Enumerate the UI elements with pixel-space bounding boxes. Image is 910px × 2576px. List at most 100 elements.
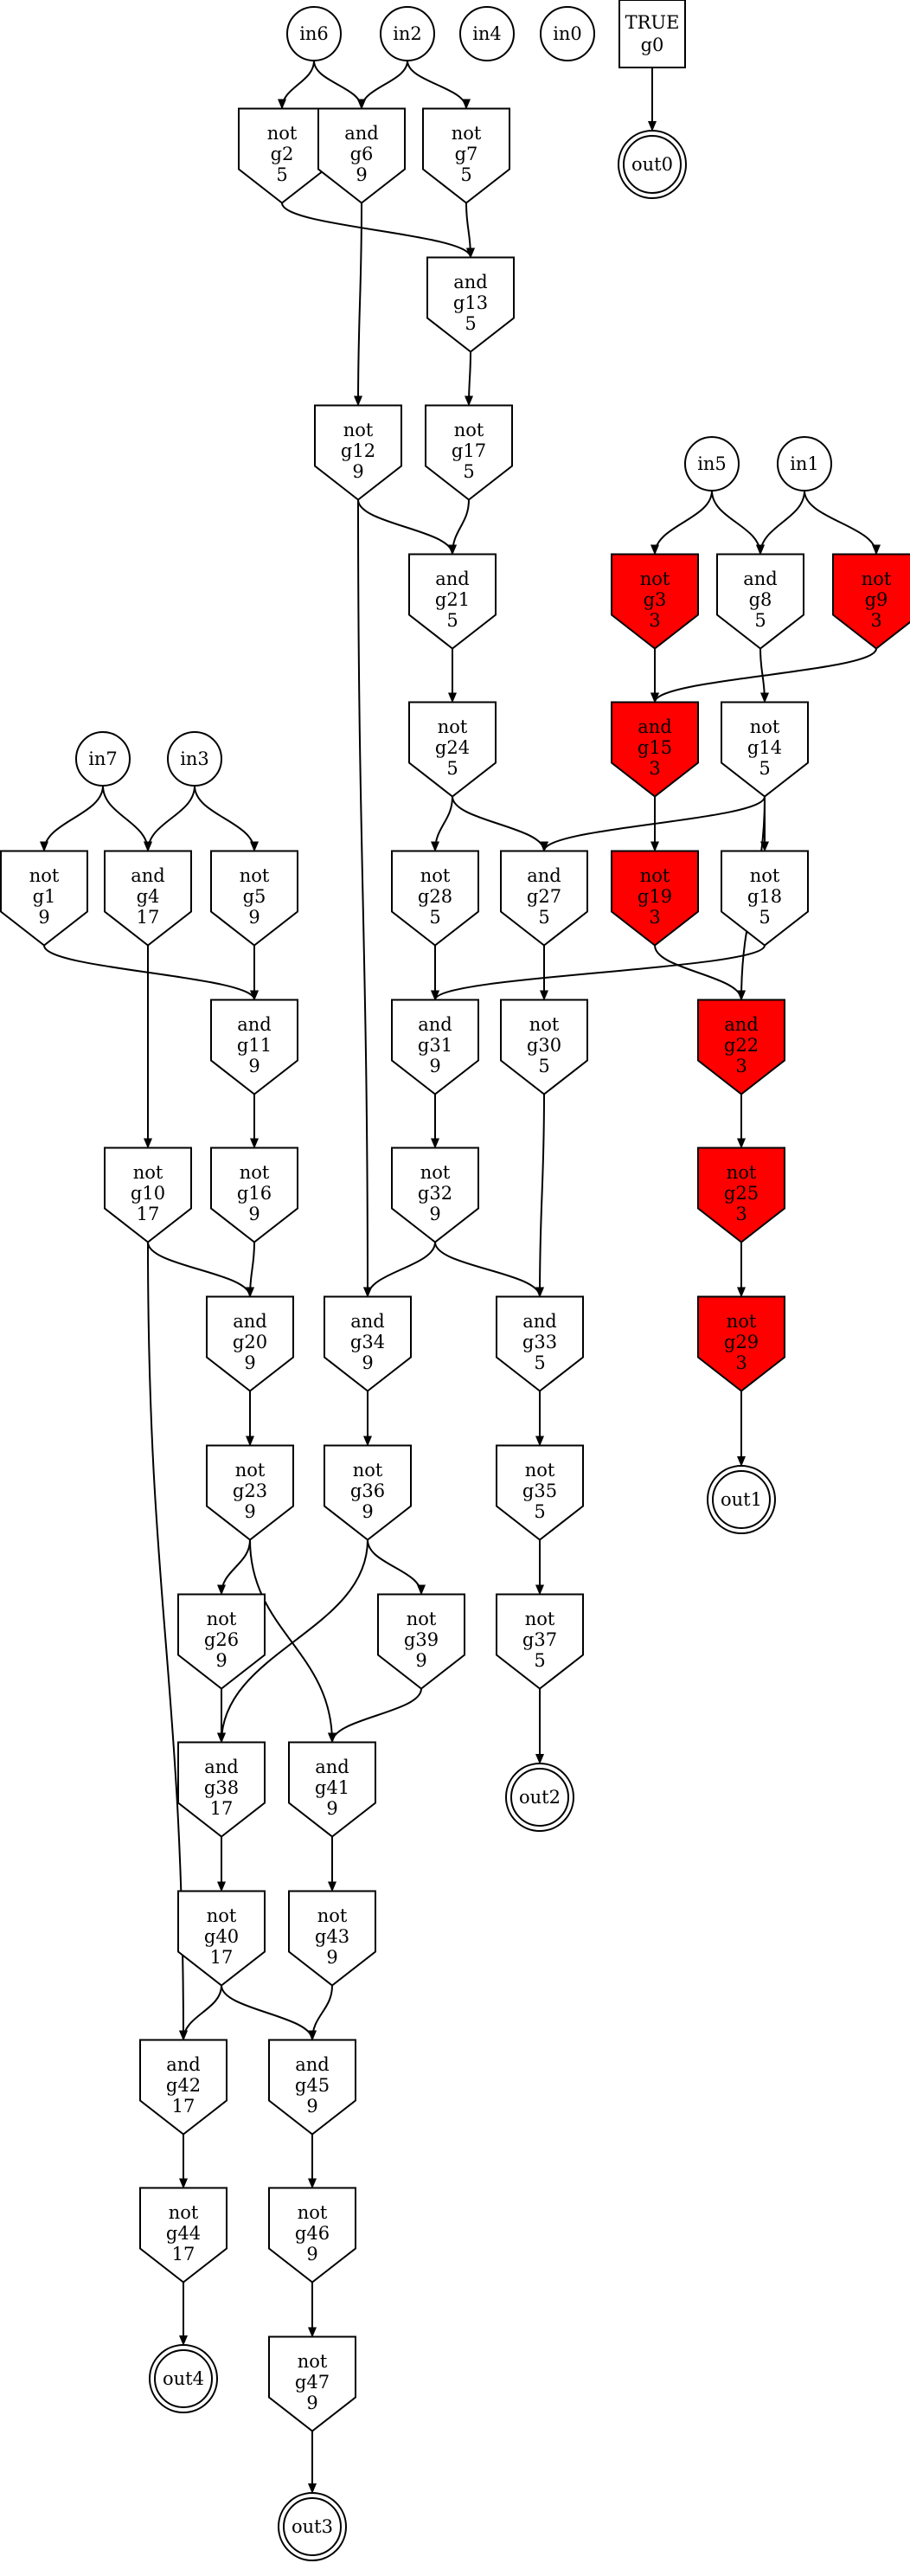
input-shape: [459, 6, 515, 61]
edge-layer: [40, 60, 881, 2494]
node-g24-label-line-0: not: [438, 716, 468, 737]
node-g31-label-line-0: and: [418, 1014, 452, 1035]
gate-shape: [426, 256, 515, 353]
node-g20-label-line-2: 9: [244, 1352, 255, 1373]
node-g4-label-line-1: g4: [137, 886, 160, 907]
gate-shape: [496, 1444, 584, 1541]
node-g28-label-line-1: g28: [418, 886, 452, 907]
edge-g36-to-g39: [367, 1539, 426, 1596]
node-g5-label-line-2: 9: [248, 907, 260, 928]
node-g47-label-line-1: g47: [295, 2372, 330, 2393]
node-out2-label-line-0: out2: [519, 1787, 561, 1808]
node-g25-label-line-1: g25: [724, 1183, 759, 1204]
gate-shape: [288, 1890, 376, 1987]
node-g38-label-line-0: and: [204, 1757, 239, 1777]
gate-shape: [210, 850, 298, 947]
gate-shape: [697, 1295, 785, 1392]
node-g42-label-line-1: g42: [166, 2075, 201, 2096]
node-g35-label-line-0: not: [525, 1460, 555, 1481]
node-g6-label-line-0: and: [344, 123, 379, 144]
node-g12-label-line-1: g12: [341, 440, 375, 461]
node-g31-label-line-2: 9: [429, 1056, 440, 1076]
node-g15-label-line-0: and: [638, 716, 672, 737]
node-g23-label-line-0: not: [235, 1460, 266, 1481]
node-g19-label-line-1: g19: [638, 886, 672, 907]
node-out0: out0: [618, 130, 687, 199]
gate-shape: [206, 1444, 294, 1541]
node-g42-label-line-2: 17: [172, 2096, 195, 2117]
edge-in6-to-g6: [313, 60, 366, 110]
edge-in7-to-g4: [102, 785, 152, 852]
input-shape: [540, 6, 595, 61]
edge-g8-to-g14: [759, 648, 769, 703]
node-g33-label-line-2: 5: [534, 1352, 545, 1373]
edge-g30-to-g33: [535, 1094, 545, 1298]
node-out3-label-line-0: out3: [292, 2516, 333, 2537]
node-g6-label-line-1: g6: [350, 144, 374, 164]
node-g17-label-line-0: not: [454, 420, 484, 440]
gate-shape: [268, 2039, 356, 2136]
node-g19-label-line-0: not: [640, 865, 670, 886]
node-g18-label-line-0: not: [750, 865, 780, 886]
edge-in1-to-g8: [756, 490, 805, 556]
input-shape: [286, 6, 342, 61]
node-out4: out4: [149, 2344, 218, 2413]
output-outer-ring: [278, 2492, 347, 2561]
edge-g7-to-g13: [465, 202, 475, 259]
node-g30-label-line-2: 5: [538, 1056, 549, 1076]
gate-shape: [238, 107, 326, 204]
node-g3-label-line-1: g3: [644, 589, 667, 610]
node-in6-label-line-0: in6: [299, 23, 329, 44]
gate-shape: [721, 701, 809, 798]
gate-shape: [832, 553, 910, 650]
input-shape: [777, 436, 832, 491]
const-shape: [618, 0, 686, 68]
edge-g32-to-g33: [434, 1242, 544, 1298]
edge-g23-to-g26: [217, 1539, 251, 1596]
gate-shape: [697, 1147, 785, 1243]
edge-in6-to-g2: [278, 60, 315, 110]
node-g39-label-line-1: g39: [404, 1629, 439, 1650]
node-g36-label-line-1: g36: [350, 1481, 385, 1501]
gate-shape: [177, 1593, 266, 1690]
node-g40-label-line-0: not: [207, 1905, 237, 1926]
output-outer-ring: [505, 1763, 574, 1832]
node-g19-label-line-2: 3: [649, 907, 660, 928]
node-in1-label-line-0: in1: [790, 453, 819, 474]
node-g1-label-line-2: 9: [38, 907, 49, 928]
node-g5-label-line-0: not: [240, 865, 270, 886]
node-g8-label-line-0: and: [743, 569, 778, 589]
node-in0-label-line-0: in0: [553, 23, 582, 44]
node-g43-label-line-2: 9: [326, 1947, 337, 1968]
node-g45-label-line-0: and: [295, 2054, 330, 2075]
node-g30-label-line-1: g30: [527, 1035, 561, 1056]
node-g32-label-line-0: not: [420, 1162, 451, 1183]
node-g26-label-line-0: not: [207, 1609, 237, 1629]
node-g39-label-line-2: 9: [415, 1650, 426, 1671]
gate-shape: [611, 850, 699, 947]
node-g38-label-line-1: g38: [204, 1777, 239, 1798]
gate-shape: [104, 1147, 192, 1243]
node-out1-label-line-0: out1: [721, 1489, 762, 1510]
node-g24-label-line-2: 5: [446, 758, 458, 779]
input-shape: [380, 6, 435, 61]
node-g28-label-line-0: not: [420, 865, 451, 886]
node-g44-label-line-1: g44: [166, 2223, 201, 2244]
